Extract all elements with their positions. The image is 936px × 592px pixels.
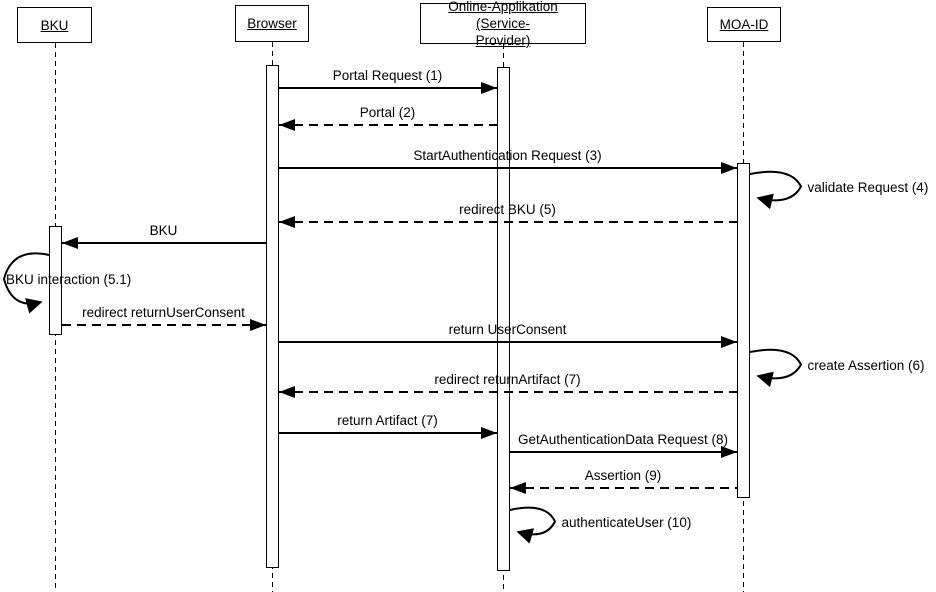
message-label-8: redirect returnArtifact (7) [434, 372, 581, 387]
message-label-4: redirect BKU (5) [459, 202, 556, 217]
message-label-5: BKU [149, 223, 178, 238]
message-arrowhead-4 [278, 216, 295, 228]
self-message-label-4: authenticateUser (10) [561, 514, 692, 530]
actor-moaid: MOA-ID [707, 7, 781, 42]
message-label-2: Portal (2) [359, 105, 416, 120]
message-line-10 [509, 451, 737, 453]
message-label-6: redirect returnUserConsent [82, 305, 245, 320]
message-line-11 [509, 487, 737, 489]
actor-oa: Online-Applikation (Service- Provider) [420, 0, 586, 48]
message-label-3: StartAuthentication Request (3) [413, 148, 602, 163]
self-message-loop-moaid [749, 170, 802, 210]
message-line-1 [278, 87, 497, 89]
message-line-3 [278, 167, 737, 169]
self-message-loop-bku [2, 252, 49, 314]
message-arrowhead-8 [278, 386, 295, 398]
message-label-7: return UserConsent [448, 322, 567, 337]
message-arrowhead-10 [720, 446, 737, 458]
message-line-5 [61, 242, 266, 244]
self-message-path-bku [2, 252, 49, 314]
activation-browser [265, 65, 279, 568]
message-arrowhead-5 [61, 237, 78, 249]
actor-label-oa: Online-Applikation (Service- [448, 0, 558, 31]
self-message-loop-oa [509, 506, 556, 544]
self-message-path-moaid [749, 348, 802, 388]
actor-label-moaid: MOA-ID [719, 17, 769, 32]
actor-bku: BKU [17, 7, 92, 43]
self-message-loop-moaid [749, 348, 802, 388]
message-arrowhead-2 [278, 119, 295, 131]
message-label-1: Portal Request (1) [332, 68, 443, 83]
message-arrowhead-1 [480, 82, 497, 94]
self-message-label-1: validate Request (4) [807, 179, 929, 195]
self-message-label-3: create Assertion (6) [807, 357, 925, 373]
self-message-path-oa [509, 506, 556, 544]
message-arrowhead-11 [509, 482, 526, 494]
activation-moaid [736, 163, 750, 498]
message-line-7 [278, 341, 737, 343]
activation-oa [496, 67, 510, 571]
message-label-9: return Artifact (7) [337, 413, 438, 428]
self-message-path-moaid [749, 170, 802, 210]
actor-label-oa: Provider) [475, 33, 531, 48]
message-arrowhead-6 [249, 319, 266, 331]
message-line-8 [278, 391, 737, 393]
message-line-4 [278, 221, 737, 223]
message-line-2 [278, 124, 497, 126]
message-label-10: GetAuthenticationData Request (8) [517, 432, 729, 447]
message-arrowhead-3 [720, 162, 737, 174]
message-arrowhead-9 [480, 427, 497, 439]
message-line-9 [278, 432, 497, 434]
message-label-11: Assertion (9) [584, 468, 662, 483]
message-line-6 [61, 324, 266, 326]
self-message-label-2: BKU interaction (5.1) [6, 272, 132, 287]
actor-label-browser: Browser [247, 16, 297, 31]
activation-bku [48, 226, 62, 335]
actor-label-bku: BKU [40, 17, 69, 33]
message-arrowhead-7 [720, 336, 737, 348]
actor-browser: Browser [235, 5, 309, 42]
